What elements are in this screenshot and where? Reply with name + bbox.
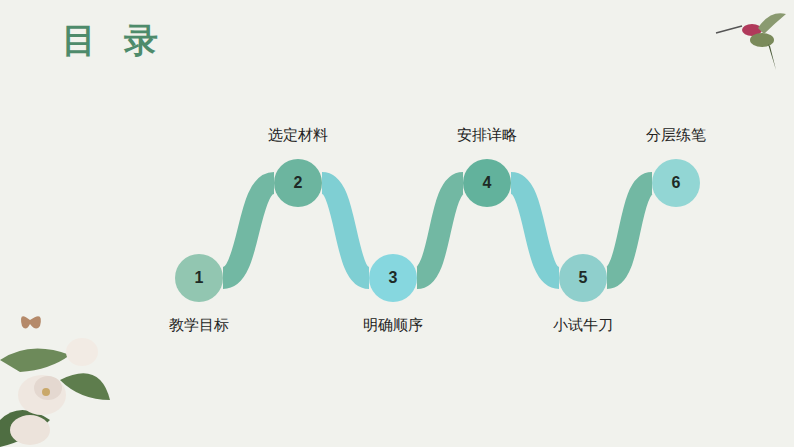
- ribbon-connector: [223, 183, 274, 278]
- magnolia-flowers: [0, 338, 110, 447]
- step-number: 4: [463, 159, 511, 207]
- step-label: 明确顺序: [363, 316, 423, 335]
- step-circle: 5小试牛刀: [559, 254, 607, 302]
- step-number: 6: [652, 159, 700, 207]
- step-number: 5: [559, 254, 607, 302]
- step-label: 分层练笔: [646, 126, 706, 145]
- step-circle: 1教学目标: [175, 254, 223, 302]
- step-circle: 6分层练笔: [652, 159, 700, 207]
- ribbon-connector: [607, 183, 652, 278]
- ribbon-connector: [417, 183, 463, 278]
- step-circle: 4安排详略: [463, 159, 511, 207]
- step-label: 安排详略: [457, 126, 517, 145]
- step-number: 2: [274, 159, 322, 207]
- step-label: 教学目标: [169, 316, 229, 335]
- hummingbird: [716, 13, 786, 70]
- step-number: 1: [175, 254, 223, 302]
- step-label: 选定材料: [268, 126, 328, 145]
- step-number: 3: [369, 254, 417, 302]
- slide-title: 目 录: [62, 18, 166, 64]
- step-circle: 2选定材料: [274, 159, 322, 207]
- ribbon-connector: [322, 183, 369, 278]
- step-circle: 3明确顺序: [369, 254, 417, 302]
- step-label: 小试牛刀: [553, 316, 613, 335]
- butterfly: [21, 316, 41, 328]
- ribbon-connector: [511, 183, 559, 278]
